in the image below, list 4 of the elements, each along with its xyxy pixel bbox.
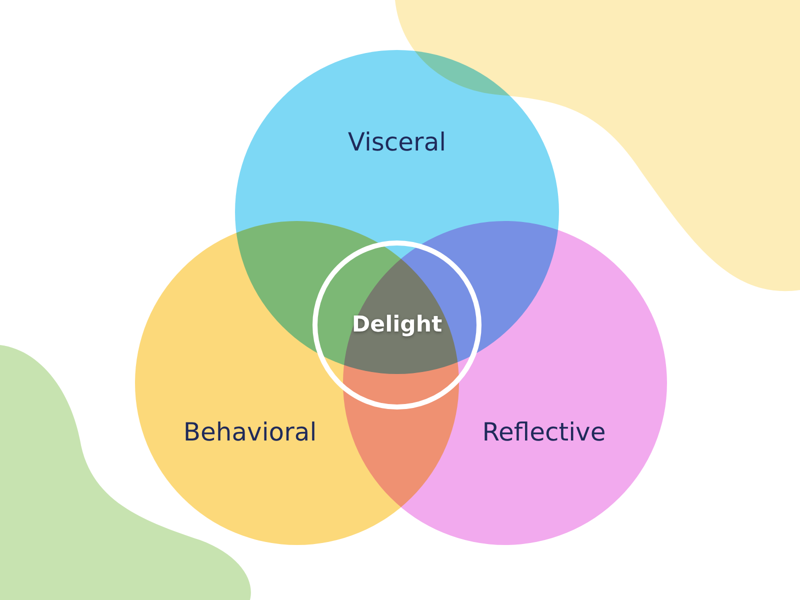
circle-label: Visceral: [348, 128, 446, 156]
circle-label: Behavioral: [183, 418, 317, 446]
center-label: Delight: [352, 312, 442, 338]
circle-label: Reflective: [482, 418, 606, 446]
